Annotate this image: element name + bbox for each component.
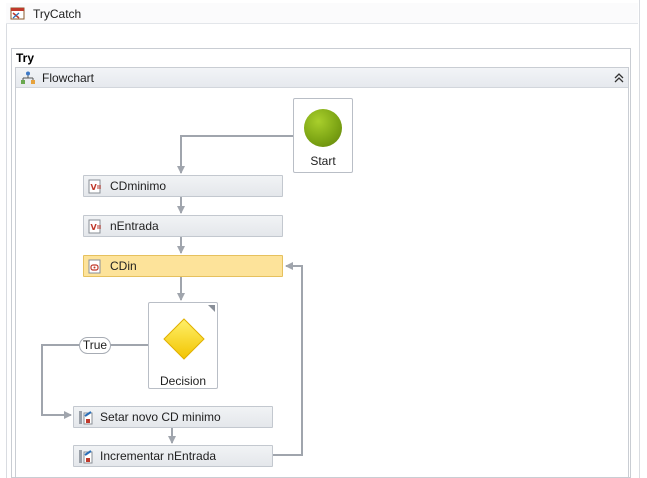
- decision-corner-icon: [208, 305, 215, 312]
- write-line-icon: [78, 410, 94, 425]
- activity-incrementar-nentrada[interactable]: Incrementar nEntrada: [73, 445, 273, 467]
- activity-label: CDminimo: [110, 179, 167, 193]
- decision-label: Decision: [159, 374, 207, 388]
- activity-cdin[interactable]: CDin: [83, 255, 283, 277]
- start-label: Start: [310, 154, 336, 168]
- decision-node[interactable]: Decision: [148, 302, 218, 389]
- connector-start-cdminimo: [177, 135, 293, 174]
- connector-incrementar-cdin: [273, 262, 303, 456]
- svg-text:V: V: [91, 183, 98, 192]
- assign-icon: V: [88, 179, 104, 194]
- flowchart-icon: [20, 71, 36, 85]
- trycatch-icon: [10, 7, 26, 21]
- trycatch-title: TryCatch: [33, 7, 82, 21]
- connector-decision-setar: [41, 344, 148, 419]
- write-line-icon: [78, 449, 94, 464]
- activity-cdminimo[interactable]: V CDminimo: [83, 175, 283, 197]
- activity-nentrada[interactable]: V nEntrada: [83, 215, 283, 237]
- activity-label: CDin: [110, 259, 137, 273]
- activity-label: Incrementar nEntrada: [100, 449, 217, 463]
- activity-setar-novo-cd-minimo[interactable]: Setar novo CD minimo: [73, 406, 273, 428]
- invoke-method-icon: [88, 259, 104, 274]
- double-chevron-up-icon: [614, 73, 624, 83]
- assign-icon: V: [88, 219, 104, 234]
- activity-label: nEntrada: [110, 219, 159, 233]
- decision-diamond-icon: [163, 318, 205, 360]
- flowchart-title: Flowchart: [42, 71, 95, 85]
- flowchart-header[interactable]: [16, 68, 628, 88]
- trycatch-header[interactable]: [0, 0, 640, 26]
- start-node[interactable]: Start: [293, 98, 353, 173]
- true-branch-label: True: [79, 337, 111, 354]
- activity-label: Setar novo CD minimo: [100, 410, 221, 424]
- try-label: Try: [16, 51, 35, 65]
- start-circle-icon: [304, 109, 342, 147]
- collapse-button[interactable]: [611, 70, 627, 86]
- trycatch-title-bar: [6, 3, 638, 24]
- svg-text:V: V: [91, 223, 98, 232]
